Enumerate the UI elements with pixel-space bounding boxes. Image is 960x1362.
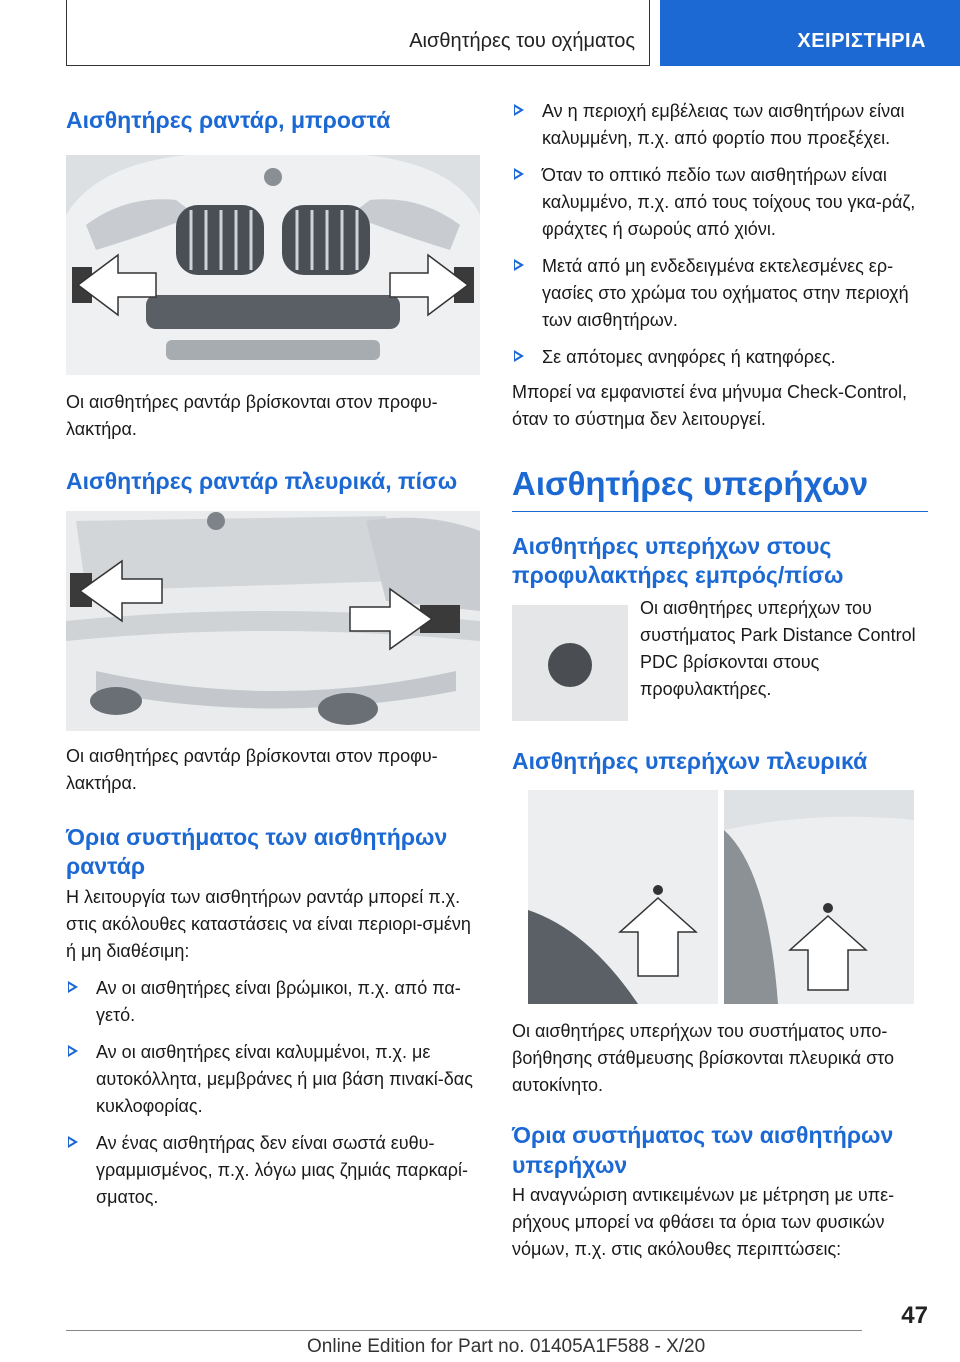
chapter-title: ΧΕΙΡΙΣΤΗΡΙΑ (797, 30, 926, 52)
page-number: 47 (901, 1302, 928, 1329)
section-title: Αισθητήρες του οχήματος (409, 30, 635, 52)
heading-radar-front: Αισθητήρες ραντάρ, μπροστά (66, 107, 391, 133)
triangle-bullet-icon (68, 1044, 78, 1057)
bullet-item: Σε απότομες ανηφόρες ή κατηφόρες. (512, 344, 928, 371)
bullet-item: Μετά από μη ενδεδειγμένα εκτελεσμένες ερ… (512, 253, 928, 334)
text-ultrasonic-side: Οι αισθητήρες υπερήχων του συστήματος υπ… (512, 1021, 895, 1096)
figure-pdc-sensor (512, 604, 628, 721)
rear-car-illustration (66, 510, 480, 731)
text-checkcontrol: Μπορεί να εμφανιστεί ένα μήνυμα Check-Co… (512, 382, 908, 429)
right-column: Αν η περιοχή εμβέλειας των αισθητήρων εί… (512, 98, 928, 1263)
left-column: Αισθητήρες ραντάρ, μπροστά (66, 98, 480, 1211)
text-ultrasonic-bumpers: Οι αισθητήρες υπερήχων του συστήματος Pa… (640, 597, 916, 699)
triangle-bullet-icon (514, 350, 524, 362)
front-car-illustration (66, 155, 480, 376)
text-radar-limits: Η λειτουργία των αισθητήρων ραντάρ μπορε… (66, 886, 471, 961)
figure-rear-bumper (66, 510, 480, 731)
footer-divider (66, 1330, 862, 1331)
triangle-bullet-icon (514, 104, 524, 116)
sensor-dot-icon (548, 642, 592, 687)
bullet-item: Αν οι αισθητήρες είναι καλυμμένοι, π.χ. … (66, 1039, 480, 1120)
heading-ultrasonic: Αισθητήρες υπερήχων (512, 465, 928, 512)
triangle-bullet-icon (514, 259, 524, 271)
bullet-item: Αν ένας αισθητήρας δεν είναι σωστά ευθυ-… (66, 1130, 480, 1211)
heading-radar-limits: Όρια συστήματος των αισθητήρων ραντάρ (66, 823, 448, 880)
triangle-bullet-icon (68, 1135, 78, 1148)
heading-ultrasonic-bumpers: Αισθητήρες υπερήχων στους προφυλακτήρες … (512, 533, 844, 589)
side-sensors-illustration (528, 790, 914, 1005)
edition-note: Online Edition for Part no. 01405A1F588 … (307, 1336, 706, 1357)
text-ultrasonic-limits: Η αναγνώριση αντικειμένων με μέτρηση με … (512, 1185, 895, 1260)
triangle-bullet-icon (68, 980, 78, 993)
running-header: Αισθητήρες του οχήματος (66, 0, 650, 66)
text-radar-side-rear: Οι αισθητήρες ραντάρ βρίσκονται στον προ… (66, 745, 438, 793)
bullet-item: Αν οι αισθητήρες είναι βρώμικοι, π.χ. απ… (66, 975, 480, 1029)
bullet-item: Αν η περιοχή εμβέλειας των αισθητήρων εί… (512, 98, 928, 152)
pdc-sensor-block: Οι αισθητήρες υπερήχων του συστήματος Pa… (512, 598, 928, 723)
figure-side-sensors (528, 790, 914, 1005)
heading-ultrasonic-side: Αισθητήρες υπερήχων πλευρικά (512, 747, 868, 774)
text-radar-front: Οι αισθητήρες ραντάρ βρίσκονται στον προ… (66, 392, 438, 440)
bullet-item: Όταν το οπτικό πεδίο των αισθητήρων είνα… (512, 162, 928, 243)
figure-front-bumper (66, 155, 480, 376)
chapter-tab: ΧΕΙΡΙΣΤΗΡΙΑ (660, 0, 960, 66)
heading-radar-side-rear: Αισθητήρες ραντάρ πλευρικά, πίσω (66, 468, 458, 495)
heading-ultrasonic-limits: Όρια συστήματος των αισθητήρων υπερήχων (512, 1122, 894, 1178)
triangle-bullet-icon (514, 168, 524, 180)
